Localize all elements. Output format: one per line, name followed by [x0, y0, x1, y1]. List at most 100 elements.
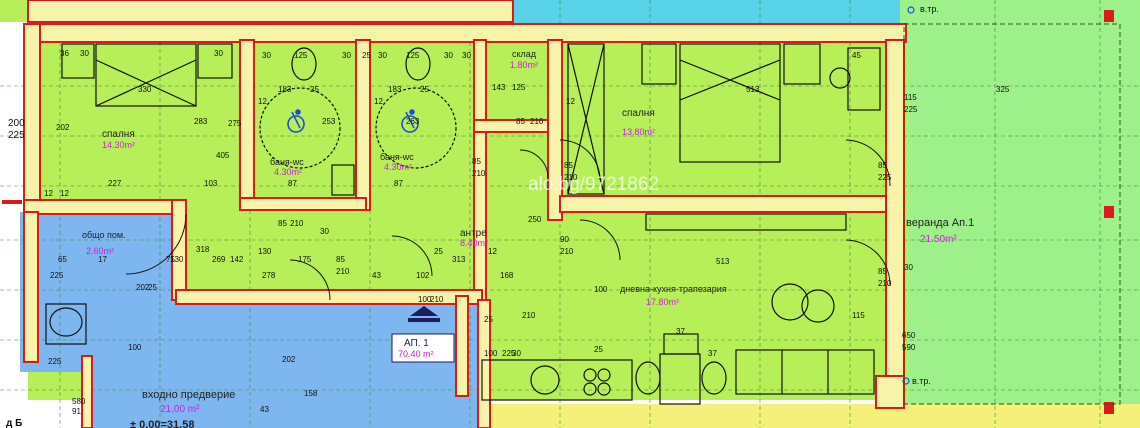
- dimension-label: 12: [488, 247, 497, 256]
- dimension-label: 227: [108, 179, 122, 188]
- dimension-label: 210: [878, 279, 892, 288]
- apartment-name: АП. 1: [404, 338, 429, 349]
- dimension-labels: 36 30 330 30 125 30 30 25 30 125 30 30 5…: [8, 49, 1010, 416]
- dimension-label: 513: [746, 85, 760, 94]
- dimension-label: 102: [416, 271, 430, 280]
- dimension-label: 75: [166, 255, 175, 264]
- dimension-label: 12: [44, 189, 53, 198]
- dimension-label: 43: [260, 405, 269, 414]
- dimension-label: 225: [904, 105, 918, 114]
- dimension-label: 202: [56, 123, 70, 132]
- marker-bottom: в.тр.: [912, 376, 931, 386]
- dimension-label: 590: [902, 343, 916, 352]
- common-room-name: общо пом.: [82, 230, 126, 240]
- vestibule-name: входно предверие: [142, 389, 235, 401]
- dimension-label: 100: [484, 349, 498, 358]
- dimension-label: 36: [60, 49, 69, 58]
- marker-left-edge: д Б: [6, 418, 22, 428]
- veranda-area: 21.50m²: [920, 234, 957, 245]
- dimension-label: 210: [564, 173, 578, 182]
- bedroom-left-area: 14.30m²: [102, 140, 135, 150]
- dimension-label: 100: [418, 295, 432, 304]
- dimension-label: 313: [452, 255, 466, 264]
- dimension-label: 37: [676, 327, 685, 336]
- watermark: alo.bg/9721862: [528, 174, 659, 195]
- dimension-label: 325: [996, 85, 1010, 94]
- wardrobe: [567, 43, 605, 195]
- wheelchair-icon-left: [287, 109, 305, 133]
- dimension-label: 225: [48, 357, 62, 366]
- dimension-label: 25: [594, 345, 603, 354]
- dimension-label: 225: [50, 271, 64, 280]
- vestibule-level: ± 0.00=31.58: [130, 419, 194, 428]
- dimension-label: 650: [902, 331, 916, 340]
- dimension-label: 30: [262, 51, 271, 60]
- dimension-label: 202: [136, 283, 150, 292]
- dimension-label: 12: [374, 97, 383, 106]
- furniture: [45, 43, 881, 405]
- wheelchair-circle-left: [259, 87, 341, 169]
- apartment-label-box: [391, 333, 455, 363]
- dimension-label: 253: [322, 117, 336, 126]
- dimension-label: 12: [60, 189, 69, 198]
- dimension-label: 85: [472, 157, 481, 166]
- dimension-label: 210: [530, 117, 544, 126]
- marker-bottom-dot: [902, 377, 910, 385]
- vestibule-area: 21.00 m²: [160, 404, 200, 415]
- toilet-right: [405, 47, 431, 81]
- dimension-label: 12: [566, 97, 575, 106]
- dimension-label: 318: [196, 245, 210, 254]
- dimension-label: 85: [878, 267, 887, 276]
- dimension-label: 87: [288, 179, 297, 188]
- dimension-label: 30: [378, 51, 387, 60]
- balcony-outline: [903, 23, 1121, 405]
- staircase-zone: [512, 0, 905, 24]
- dimension-label: 100: [128, 343, 142, 352]
- bath-right-name: баня-wc: [380, 152, 414, 162]
- dimension-label: 91: [72, 407, 81, 416]
- dimension-label: 175: [298, 255, 312, 264]
- living-name: дневна-кухня-трапезария: [620, 284, 727, 294]
- dimension-label: 25: [362, 51, 371, 60]
- dimension-label: 25: [420, 85, 429, 94]
- toilet-left: [291, 47, 317, 81]
- storage-area: 1.80m²: [510, 60, 538, 70]
- dimension-label: 37: [708, 349, 717, 358]
- dimension-label: 580: [72, 397, 86, 406]
- dimension-label: 269: [212, 255, 226, 264]
- dimension-label: 142: [230, 255, 244, 264]
- dimension-label: 130: [170, 255, 184, 264]
- dimension-label: 25: [434, 247, 443, 256]
- dimension-label: 100: [594, 285, 608, 294]
- dimension-label: 210: [472, 169, 486, 178]
- dimension-label: 225: [878, 173, 892, 182]
- veranda-name: веранда Ап.1: [906, 217, 974, 229]
- door-swings: [125, 139, 891, 301]
- dimension-label: 30: [444, 51, 453, 60]
- bedroom-right-name: спалня: [622, 108, 655, 119]
- wall-markers: [2, 10, 1114, 414]
- dimension-label: 250: [528, 215, 542, 224]
- dimension-label: 125: [406, 51, 420, 60]
- dimension-label: 115: [852, 311, 865, 320]
- common-room-area: 2.60m²: [86, 246, 114, 256]
- dimension-label: 12: [258, 97, 267, 106]
- dimension-label: 405: [216, 151, 230, 160]
- entry-name: антре: [460, 228, 487, 239]
- marker-top: в.тр.: [920, 4, 939, 14]
- dimension-label: 85: [564, 161, 573, 170]
- dimension-label: 43: [372, 271, 381, 280]
- dimension-label: 143: [492, 83, 506, 92]
- dimension-label: 25: [484, 315, 493, 324]
- wheelchair-circle-right: [375, 87, 457, 169]
- dimension-label: 45: [852, 51, 861, 60]
- dimension-label: 168: [500, 271, 514, 280]
- entrance-arrow-icon: [408, 306, 440, 322]
- dimension-label: 330: [138, 85, 152, 94]
- bed-right: [679, 43, 781, 163]
- dimension-label: 210: [560, 247, 574, 256]
- dimension-label: 183: [278, 85, 292, 94]
- bedroom-left-name: спалня: [102, 129, 135, 140]
- dimension-label: 263: [406, 117, 420, 126]
